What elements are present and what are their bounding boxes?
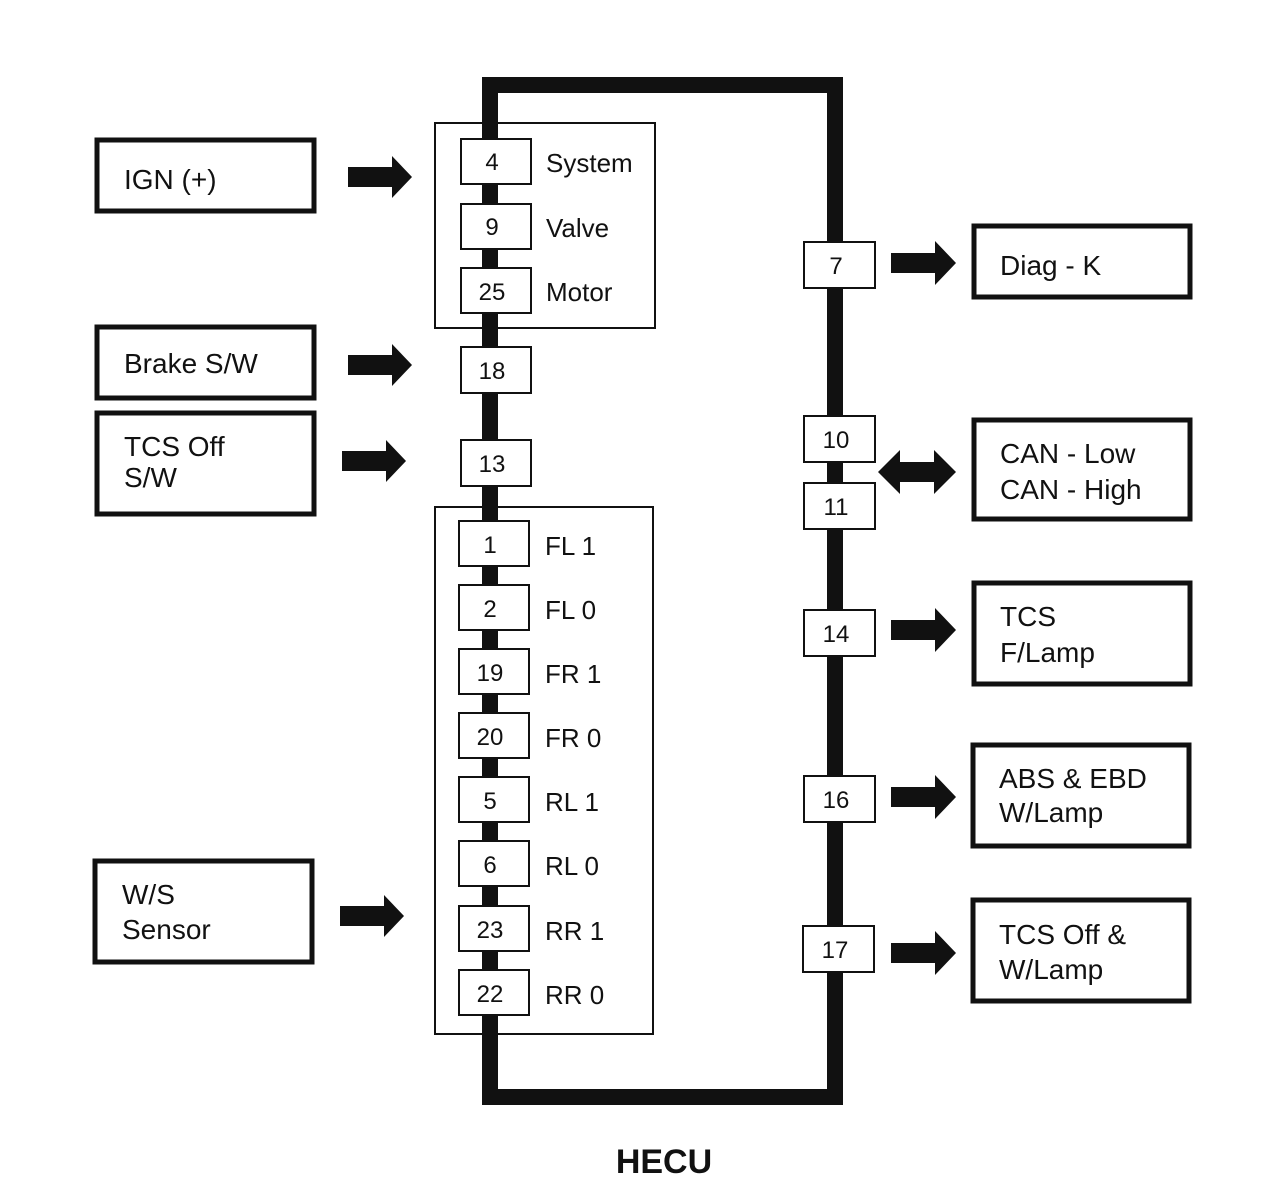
- arrow-right-icon: [348, 156, 412, 198]
- output-box-can: CAN - Low CAN - High: [971, 417, 1193, 522]
- input-box-ign: IGN (+): [94, 137, 317, 214]
- pin-label-rr0: RR 0: [545, 980, 604, 1010]
- pin-label-valve: Valve: [546, 213, 609, 243]
- svg-text:6: 6: [483, 852, 496, 879]
- svg-text:10: 10: [823, 427, 850, 454]
- pin-20: 20: [458, 712, 530, 759]
- svg-text:17: 17: [822, 937, 849, 964]
- arrow-right-icon: [891, 775, 956, 819]
- pin-25: 25: [460, 267, 532, 314]
- svg-text:F/Lamp: F/Lamp: [1000, 637, 1095, 668]
- pin-14: 14: [803, 609, 876, 657]
- pin-label-fl1: FL 1: [545, 531, 596, 561]
- diagram-title: HECU: [616, 1143, 712, 1181]
- svg-text:Sensor: Sensor: [122, 914, 211, 945]
- arrow-right-icon: [891, 931, 956, 975]
- pin-19: 19: [458, 648, 530, 695]
- pin-label-rl1: RL 1: [545, 787, 599, 817]
- pin-23: 23: [458, 905, 530, 952]
- svg-text:2: 2: [483, 596, 496, 623]
- arrow-right-icon: [348, 344, 412, 386]
- input-box-tcs-off-sw: TCS Off S/W: [94, 410, 317, 517]
- svg-text:5: 5: [483, 788, 496, 815]
- svg-text:Brake S/W: Brake S/W: [124, 348, 258, 379]
- pin-1: 1: [458, 520, 530, 567]
- pin-9: 9: [460, 203, 532, 250]
- svg-text:16: 16: [823, 787, 850, 814]
- pin-label-fl0: FL 0: [545, 595, 596, 625]
- output-box-abs-ebd-wlamp: ABS & EBD W/Lamp: [970, 742, 1192, 849]
- output-box-tcs-off-wlamp: TCS Off & W/Lamp: [970, 897, 1192, 1004]
- pin-17: 17: [802, 925, 875, 973]
- svg-text:14: 14: [823, 621, 850, 648]
- svg-text:W/S: W/S: [122, 879, 175, 910]
- svg-text:25: 25: [479, 279, 506, 306]
- pin-label-fr0: FR 0: [545, 723, 601, 753]
- svg-text:4: 4: [485, 149, 498, 176]
- pin-label-rl0: RL 0: [545, 851, 599, 881]
- pin-label-fr1: FR 1: [545, 659, 601, 689]
- pin-16: 16: [803, 775, 876, 823]
- svg-text:22: 22: [477, 981, 504, 1008]
- arrow-right-icon: [891, 608, 956, 652]
- svg-text:Diag - K: Diag - K: [1000, 250, 1101, 281]
- arrow-right-icon: [340, 895, 404, 937]
- svg-text:11: 11: [824, 494, 849, 521]
- double-arrow-icon: [878, 450, 956, 494]
- pin-5: 5: [458, 776, 530, 823]
- svg-text:9: 9: [485, 214, 498, 241]
- svg-text:CAN - High: CAN - High: [1000, 474, 1142, 505]
- hecu-bus-frame: [482, 77, 843, 1105]
- pin-10: 10: [803, 415, 876, 463]
- svg-text:CAN - Low: CAN - Low: [1000, 438, 1136, 469]
- arrow-right-icon: [342, 440, 406, 482]
- svg-text:13: 13: [479, 451, 506, 478]
- pin-6: 6: [458, 840, 530, 887]
- pin-2: 2: [458, 584, 530, 631]
- pin-label-rr1: RR 1: [545, 916, 604, 946]
- arrow-right-icon: [891, 241, 956, 285]
- pin-4: 4: [460, 138, 532, 185]
- pin-11: 11: [803, 482, 876, 530]
- output-box-diag-k: Diag - K: [971, 223, 1193, 300]
- svg-text:W/Lamp: W/Lamp: [999, 797, 1103, 828]
- svg-text:1: 1: [483, 532, 496, 559]
- svg-text:IGN (+): IGN (+): [124, 164, 217, 195]
- svg-text:TCS Off: TCS Off: [124, 431, 225, 462]
- svg-text:23: 23: [477, 917, 504, 944]
- pin-label-motor: Motor: [546, 277, 613, 307]
- svg-text:18: 18: [479, 358, 506, 385]
- input-box-brake-sw: Brake S/W: [94, 324, 317, 401]
- pin-22: 22: [458, 969, 530, 1016]
- svg-text:W/Lamp: W/Lamp: [999, 954, 1103, 985]
- input-box-ws-sensor: W/S Sensor: [92, 858, 315, 965]
- svg-text:TCS Off &: TCS Off &: [999, 919, 1126, 950]
- svg-text:19: 19: [477, 660, 504, 687]
- pin-13: 13: [460, 439, 532, 487]
- svg-text:7: 7: [829, 253, 842, 280]
- svg-text:20: 20: [477, 724, 504, 751]
- pin-7: 7: [803, 241, 876, 289]
- svg-text:ABS & EBD: ABS & EBD: [999, 763, 1147, 794]
- svg-text:S/W: S/W: [124, 462, 177, 493]
- output-box-tcs-flamp: TCS F/Lamp: [971, 580, 1193, 687]
- pin-label-system: System: [546, 148, 633, 178]
- pin-18: 18: [460, 346, 532, 394]
- svg-text:TCS: TCS: [1000, 601, 1056, 632]
